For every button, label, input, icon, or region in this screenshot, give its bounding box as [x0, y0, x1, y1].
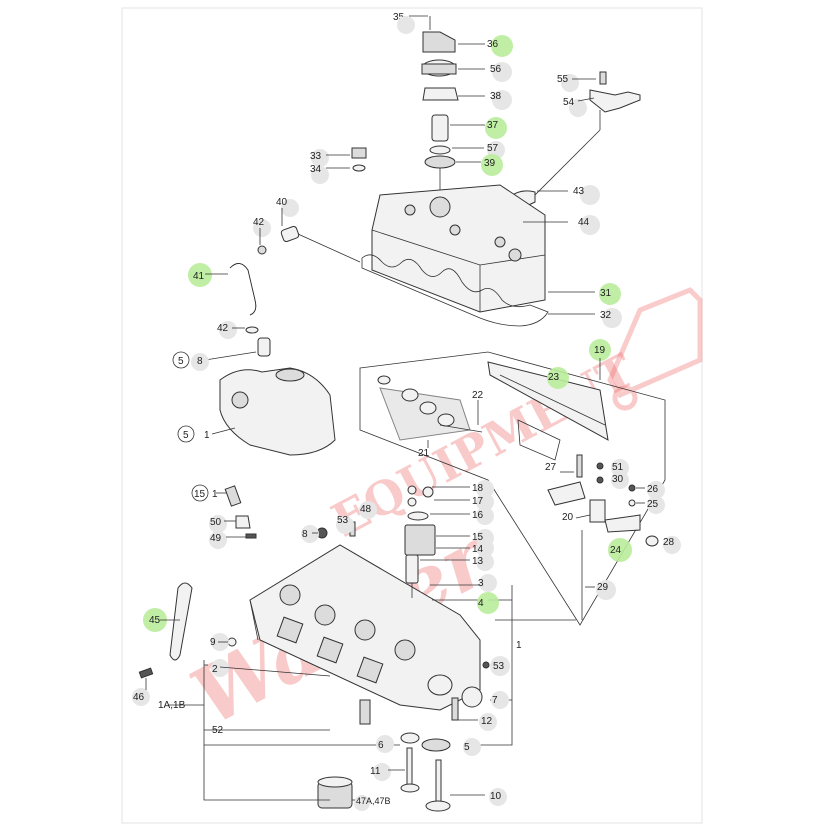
callout-26: 26: [647, 484, 659, 495]
callout-34: 34: [310, 164, 322, 175]
callout-48: 48: [360, 504, 372, 515]
callout-30: 30: [612, 474, 624, 485]
callout-20: 20: [562, 512, 574, 523]
callout-3: 3: [478, 578, 484, 589]
valve-springs: [404, 485, 436, 598]
callout-39: 39: [484, 158, 496, 169]
callout-27: 27: [545, 462, 557, 473]
callout-22: 22: [472, 390, 484, 401]
callout-6: 6: [378, 740, 384, 751]
callout-41: 41: [193, 271, 205, 282]
callout-25: 25: [647, 499, 659, 510]
callout-55: 55: [557, 74, 569, 85]
breather-assembly: [421, 16, 459, 205]
callout-15a: 15: [194, 489, 206, 500]
callout-52: 52: [212, 725, 224, 736]
callout-4: 4: [478, 598, 484, 609]
callout-53a: 53: [337, 515, 349, 526]
callout-24: 24: [610, 545, 622, 556]
callout-7: 7: [492, 695, 498, 706]
callout-51: 51: [612, 462, 624, 473]
callout-8b: 8: [302, 529, 308, 540]
watermark-truck: [607, 287, 703, 411]
rocker-assembly: [359, 351, 666, 626]
callout-38: 38: [490, 91, 502, 102]
callout-49: 49: [210, 533, 222, 544]
callout-46: 46: [133, 692, 145, 703]
callout-12: 12: [481, 716, 493, 727]
cylinder-head: [249, 544, 483, 711]
callout-8: 8: [197, 356, 203, 367]
callout-47: 47A,47B: [356, 796, 391, 806]
callout-5a: 5: [178, 356, 184, 367]
manifold-fragment: [219, 337, 336, 456]
bottom-parts: [317, 732, 451, 812]
callout-56: 56: [490, 64, 502, 75]
callout-42a: 42: [253, 217, 265, 228]
callout-40: 40: [276, 197, 288, 208]
callout-11: 11: [370, 766, 381, 777]
leader-lines: [168, 584, 576, 801]
callout-31: 31: [600, 288, 612, 299]
callout-16: 16: [472, 510, 484, 521]
callout-43: 43: [573, 186, 585, 197]
callout-1a: 1: [204, 430, 210, 441]
callout-28: 28: [663, 537, 675, 548]
callout-32: 32: [600, 310, 612, 321]
breather-hose: [229, 225, 361, 334]
callout-1a1b: 1A,1B: [158, 700, 186, 711]
callout-37: 37: [487, 120, 499, 131]
diagram-frame: [121, 7, 703, 824]
bolt-33: [351, 147, 367, 172]
callout-54: 54: [563, 97, 575, 108]
callout-21: 21: [418, 448, 430, 459]
callout-1b: 1: [212, 489, 218, 500]
callout-17: 17: [472, 496, 484, 507]
callout-50: 50: [210, 517, 222, 528]
callout-2: 2: [212, 664, 218, 675]
valve-cover: [361, 184, 549, 327]
callout-44: 44: [578, 217, 590, 228]
callout-53b: 53: [493, 661, 505, 672]
callout-35: 35: [393, 12, 405, 23]
callout-13: 13: [472, 556, 484, 567]
callout-36: 36: [487, 39, 499, 50]
callout-19: 19: [594, 345, 606, 356]
callout-15b: 15: [472, 532, 484, 543]
callout-9: 9: [210, 637, 216, 648]
callout-33: 33: [310, 151, 322, 162]
callouts: 35 36 56 38 37 57 39 55 54 33 34: [132, 12, 681, 811]
callout-57: 57: [487, 143, 499, 154]
callout-23: 23: [548, 372, 560, 383]
callout-5c: 5: [464, 742, 470, 753]
callout-42b: 42: [217, 323, 229, 334]
callout-29: 29: [597, 582, 609, 593]
callout-10: 10: [490, 791, 502, 802]
callout-14: 14: [472, 544, 484, 555]
callout-1c: 1: [516, 640, 522, 651]
callout-45: 45: [149, 615, 161, 626]
callout-18: 18: [472, 483, 484, 494]
callout-5b: 5: [183, 430, 189, 441]
